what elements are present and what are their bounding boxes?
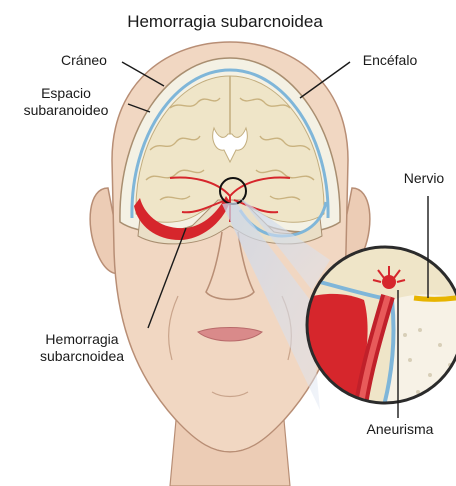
label-subarachnoid-line1: Espacio <box>41 85 91 101</box>
label-hemorrhage-line2: subarcnoidea <box>40 348 124 364</box>
label-subarachnoid-line2: subaranoideo <box>24 102 109 118</box>
label-skull: Cráneo <box>61 52 107 68</box>
label-nerve: Nervio <box>404 170 445 186</box>
label-aneurysm: Aneurisma <box>367 421 434 437</box>
diagram-title: Hemorragia subarcnoidea <box>127 12 323 31</box>
label-brain: Encéfalo <box>363 52 418 68</box>
label-hemorrhage-line1: Hemorragia <box>45 331 118 347</box>
zoom-nerve <box>414 298 456 300</box>
